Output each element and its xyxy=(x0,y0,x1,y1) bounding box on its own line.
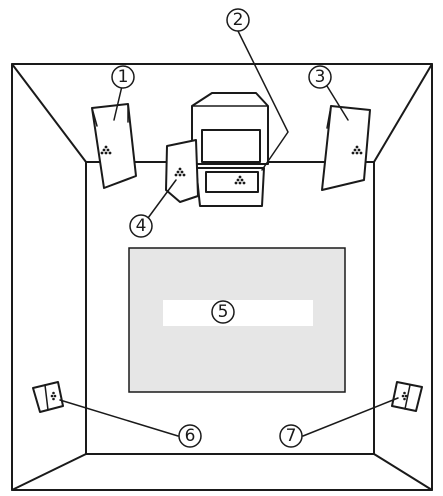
leader-line-6 xyxy=(59,399,179,437)
leader-line-4 xyxy=(147,179,177,219)
callout-label: 4 xyxy=(136,216,147,236)
screen-highlight-strip xyxy=(163,300,313,326)
callout-3: 3 xyxy=(308,65,332,89)
screen-area xyxy=(128,247,346,393)
front-left-speaker xyxy=(91,103,137,189)
speaker-grille-dots xyxy=(100,145,112,155)
speaker-grille-dots xyxy=(401,391,408,401)
speaker-grille-dots xyxy=(50,391,57,401)
speaker-edge xyxy=(91,107,98,127)
callout-label: 5 xyxy=(218,302,229,322)
speaker-edge xyxy=(404,384,411,410)
room-corner-top-right xyxy=(373,63,433,163)
speaker-edge xyxy=(44,384,49,411)
leader-line-7 xyxy=(302,397,399,437)
leader-line-3 xyxy=(326,85,349,121)
speaker-icon xyxy=(91,103,137,189)
callout-4: 4 xyxy=(129,214,153,238)
speaker-grille-dots xyxy=(351,145,363,155)
tv-screen xyxy=(201,129,261,163)
callout-5: 5 xyxy=(211,300,235,324)
speaker-icon xyxy=(32,381,64,413)
callout-label: 7 xyxy=(286,426,297,446)
surround-left-speaker xyxy=(32,381,64,413)
room-corner-bottom-left xyxy=(11,453,87,491)
tv-unit xyxy=(191,92,269,207)
callout-6: 6 xyxy=(178,424,202,448)
callout-7: 7 xyxy=(279,424,303,448)
leader-line-1 xyxy=(113,85,123,121)
speaker-icon xyxy=(321,105,371,191)
center-speaker-grille-dots xyxy=(234,175,246,185)
center-speaker xyxy=(205,171,259,193)
callout-label: 3 xyxy=(315,67,326,87)
leader-line-2 xyxy=(237,30,289,171)
front-right-speaker xyxy=(321,105,371,191)
leader-lines xyxy=(59,30,399,437)
surround-right-speaker xyxy=(391,381,423,412)
room-corner-bottom-right xyxy=(373,453,433,491)
callout-2: 2 xyxy=(226,8,250,32)
callout-label: 6 xyxy=(185,426,196,446)
callout-1: 1 xyxy=(111,65,135,89)
callout-label: 2 xyxy=(233,10,244,30)
callout-label: 1 xyxy=(118,67,129,87)
subwoofer xyxy=(165,139,199,203)
subwoofer-grille-dots xyxy=(174,167,186,177)
speaker-edge xyxy=(326,105,332,129)
room-outer-wall xyxy=(11,63,433,491)
room-corner-top-left xyxy=(11,63,87,163)
